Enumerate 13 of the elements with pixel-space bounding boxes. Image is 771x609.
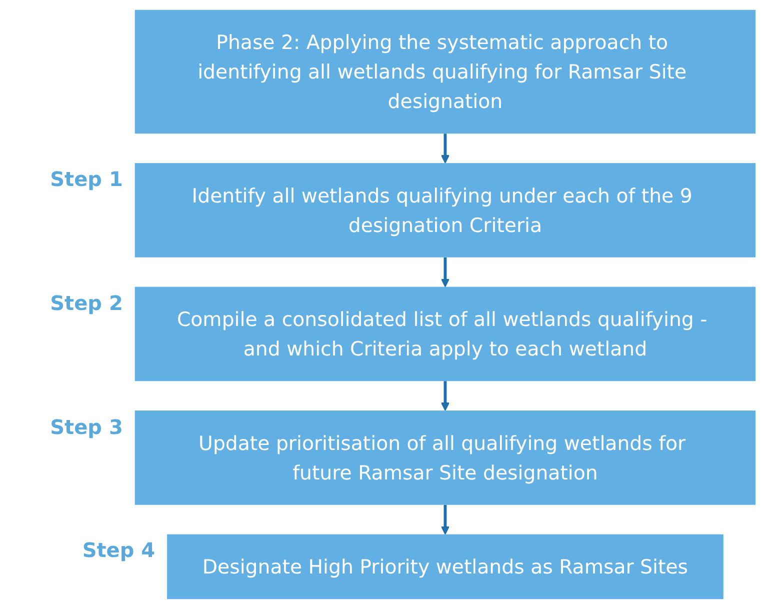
node-box: Phase 2: Applying the systematic approach to identifying all wetlands qualifying for Ramsar Site designation [135,10,756,134]
node-box: Update prioritisation of all qualifying wetlands for future Ramsar Site designation [135,410,756,505]
arrow [441,381,450,411]
arrow [441,134,450,164]
node-box: Designate High Priority wetlands as Ramsar Sites [167,534,724,600]
node-box: Compile a consolidated list of all wetlands qualifying - and which Criteria apply to each wetland [135,286,756,382]
step-label: Step 3 [50,414,123,439]
arrow [441,504,450,535]
step-label: Step 2 [50,290,123,315]
step-label: Step 4 [82,538,156,562]
step-label: Step 1 [50,167,123,192]
arrow [441,257,450,288]
node-box: Identify all wetlands qualifying under each of the 9 designation Criteria [135,163,756,258]
